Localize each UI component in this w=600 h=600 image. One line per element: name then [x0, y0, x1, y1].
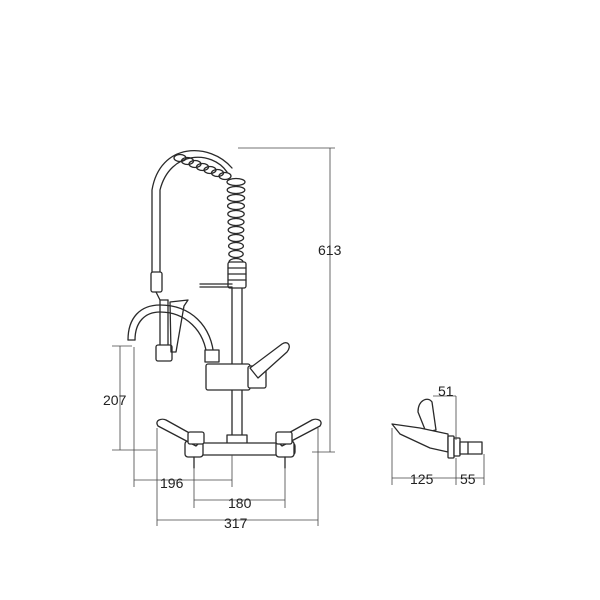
dim-spout-height: 207 — [103, 392, 127, 408]
spring-loop — [227, 217, 245, 227]
spring-loop — [227, 225, 245, 235]
dim-spout-reach: 196 — [160, 475, 184, 491]
hose-hook — [199, 283, 233, 288]
spray-head — [150, 271, 189, 362]
side-lever — [417, 398, 437, 433]
spring-loop — [226, 177, 246, 187]
spring-loop — [226, 185, 246, 195]
pre-rinse-tap-front-view — [127, 149, 322, 469]
dim-overall-width: 317 — [224, 515, 248, 531]
dim-centers: 180 — [228, 495, 252, 511]
spring-loop — [226, 193, 246, 203]
spring-coil — [173, 153, 246, 267]
side-dimension-lines — [391, 395, 485, 485]
spring-loop — [227, 233, 245, 243]
dimension-lines — [112, 147, 335, 526]
dim-side-top: 51 — [438, 383, 454, 399]
dim-side-depth: 125 — [410, 471, 434, 487]
side-tail — [459, 441, 483, 455]
spring-loop — [226, 201, 246, 211]
dim-side-tail: 55 — [460, 471, 476, 487]
dim-height-total: 613 — [318, 242, 342, 258]
side-valve-body — [391, 423, 449, 453]
upper-lever-handle — [249, 342, 290, 379]
spring-loop — [228, 249, 244, 259]
spring-loop — [218, 171, 232, 181]
side-flange — [447, 435, 455, 459]
spring-loop — [227, 241, 245, 251]
swing-spout — [127, 304, 220, 363]
spring-loop — [227, 209, 245, 219]
side-view — [391, 398, 483, 459]
riser-column — [231, 284, 243, 439]
gooseneck-tube — [151, 149, 233, 273]
